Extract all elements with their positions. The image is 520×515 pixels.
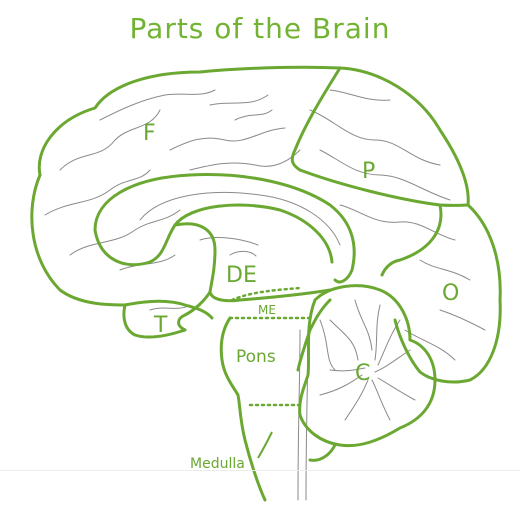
label-temporal: T: [153, 313, 168, 338]
temporal-outline: [123, 299, 214, 320]
pencil-sulci: [44, 89, 486, 501]
cerebellum-outline: [298, 284, 437, 448]
label-parietal: P: [362, 159, 375, 184]
label-cerebellum: C: [355, 361, 370, 386]
page-edge-line: [0, 470, 520, 471]
pons-outline: [219, 316, 267, 502]
corpus-callosum: [93, 173, 356, 284]
label-midbrain: ME: [258, 303, 276, 317]
dotted-separators: [228, 286, 314, 407]
central-divide: [290, 66, 342, 172]
label-pons: Pons: [236, 347, 276, 367]
cerebrum-outline: [37, 65, 502, 384]
label-medulla: Medulla: [190, 456, 245, 472]
parieto-occipital-divide: [298, 168, 470, 207]
brain-outlines: [30, 65, 502, 502]
diencephalon-midbrain-divider: [230, 286, 302, 302]
label-diencephalon: DE: [226, 263, 257, 288]
medulla-pointer: [257, 431, 273, 459]
label-frontal: F: [143, 121, 156, 146]
diagram-title: Parts of the Brain: [129, 12, 391, 45]
label-occipital: O: [442, 281, 459, 306]
